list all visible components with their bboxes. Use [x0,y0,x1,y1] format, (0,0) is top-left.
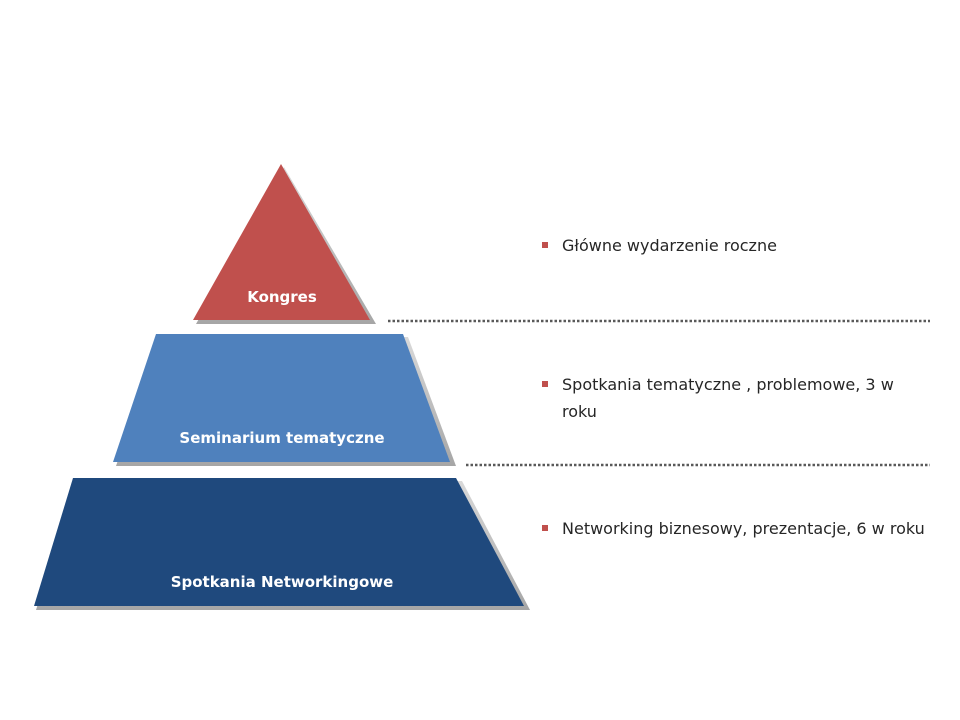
description-item-networking: Networking biznesowy, prezentacje, 6 w r… [540,515,930,542]
tier-middle-shape [113,334,450,462]
bullet-square-icon [542,242,548,248]
bullet-square-icon [542,525,548,531]
tier-label-networking: Spotkania Networkingowe [171,573,394,591]
tier-label-seminarium: Seminarium tematyczne [179,429,384,447]
tier-label-kongres: Kongres [247,288,317,306]
description-text: Networking biznesowy, prezentacje, 6 w r… [562,519,925,538]
tier-bottom-shape [34,478,524,606]
tier-top-shape [193,164,370,320]
description-item-kongres: Główne wydarzenie roczne [540,232,930,259]
bullet-square-icon [542,381,548,387]
description-text: Główne wydarzenie roczne [562,236,777,255]
description-item-seminarium: Spotkania tematyczne , problemowe, 3 w r… [540,371,930,425]
description-text: Spotkania tematyczne , problemowe, 3 w r… [562,375,894,421]
